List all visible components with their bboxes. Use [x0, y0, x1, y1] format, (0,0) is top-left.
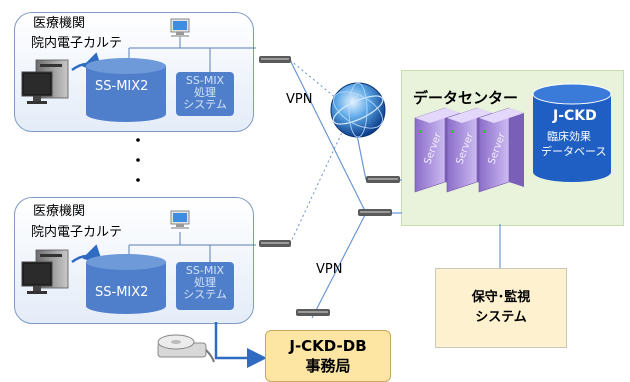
- maintenance-line2: システム: [475, 310, 527, 325]
- jckd-office-box: J-CKD-DB 事務局: [265, 330, 391, 382]
- jckd-db-line1: 臨床効果: [547, 130, 591, 143]
- institution-title: 医療機関: [33, 204, 86, 219]
- desktop-computer-icon: [21, 59, 69, 104]
- ehr-label: 院内電子カルテ: [31, 225, 123, 240]
- ellipsis-dots: [136, 138, 140, 182]
- router-icon: [259, 56, 400, 316]
- jckd-database-icon: [532, 83, 612, 182]
- ss-mix-processing-system: SS-MIX 処理 システム: [176, 262, 234, 310]
- jckd-db-line2: データベース: [541, 145, 607, 158]
- maintenance-system-box: 保守･監視 システム: [435, 268, 567, 348]
- network-pc-icon: [170, 210, 190, 229]
- jckd-db-title: J-CKD: [553, 108, 597, 124]
- server-icon: Server Server Server: [414, 107, 524, 193]
- ehr-label: 院内電子カルテ: [31, 36, 123, 51]
- vpn-dotted-links: [289, 59, 349, 245]
- cd-drive-icon: [157, 334, 215, 363]
- office-line1: J-CKD-DB: [289, 337, 367, 355]
- globe-icon: [330, 82, 386, 138]
- data-center-title: データセンター: [413, 89, 519, 107]
- vpn-label: VPN: [316, 262, 343, 277]
- submission-arrow: [214, 322, 267, 368]
- institution-title: 医療機関: [33, 16, 86, 31]
- office-line2: 事務局: [305, 357, 351, 375]
- network-pc-icon: [170, 18, 190, 37]
- database-icon: [86, 254, 166, 314]
- ss-mix-processing-system: SS-MIX 処理 システム: [176, 72, 234, 116]
- ss-mix2-label: SS-MIX2: [95, 79, 149, 94]
- vpn-label: VPN: [286, 92, 313, 107]
- desktop-computer-icon: [21, 249, 69, 294]
- maintenance-line1: 保守･監視: [471, 290, 531, 305]
- database-icon: [86, 58, 166, 122]
- ss-mix2-label: SS-MIX2: [95, 285, 149, 300]
